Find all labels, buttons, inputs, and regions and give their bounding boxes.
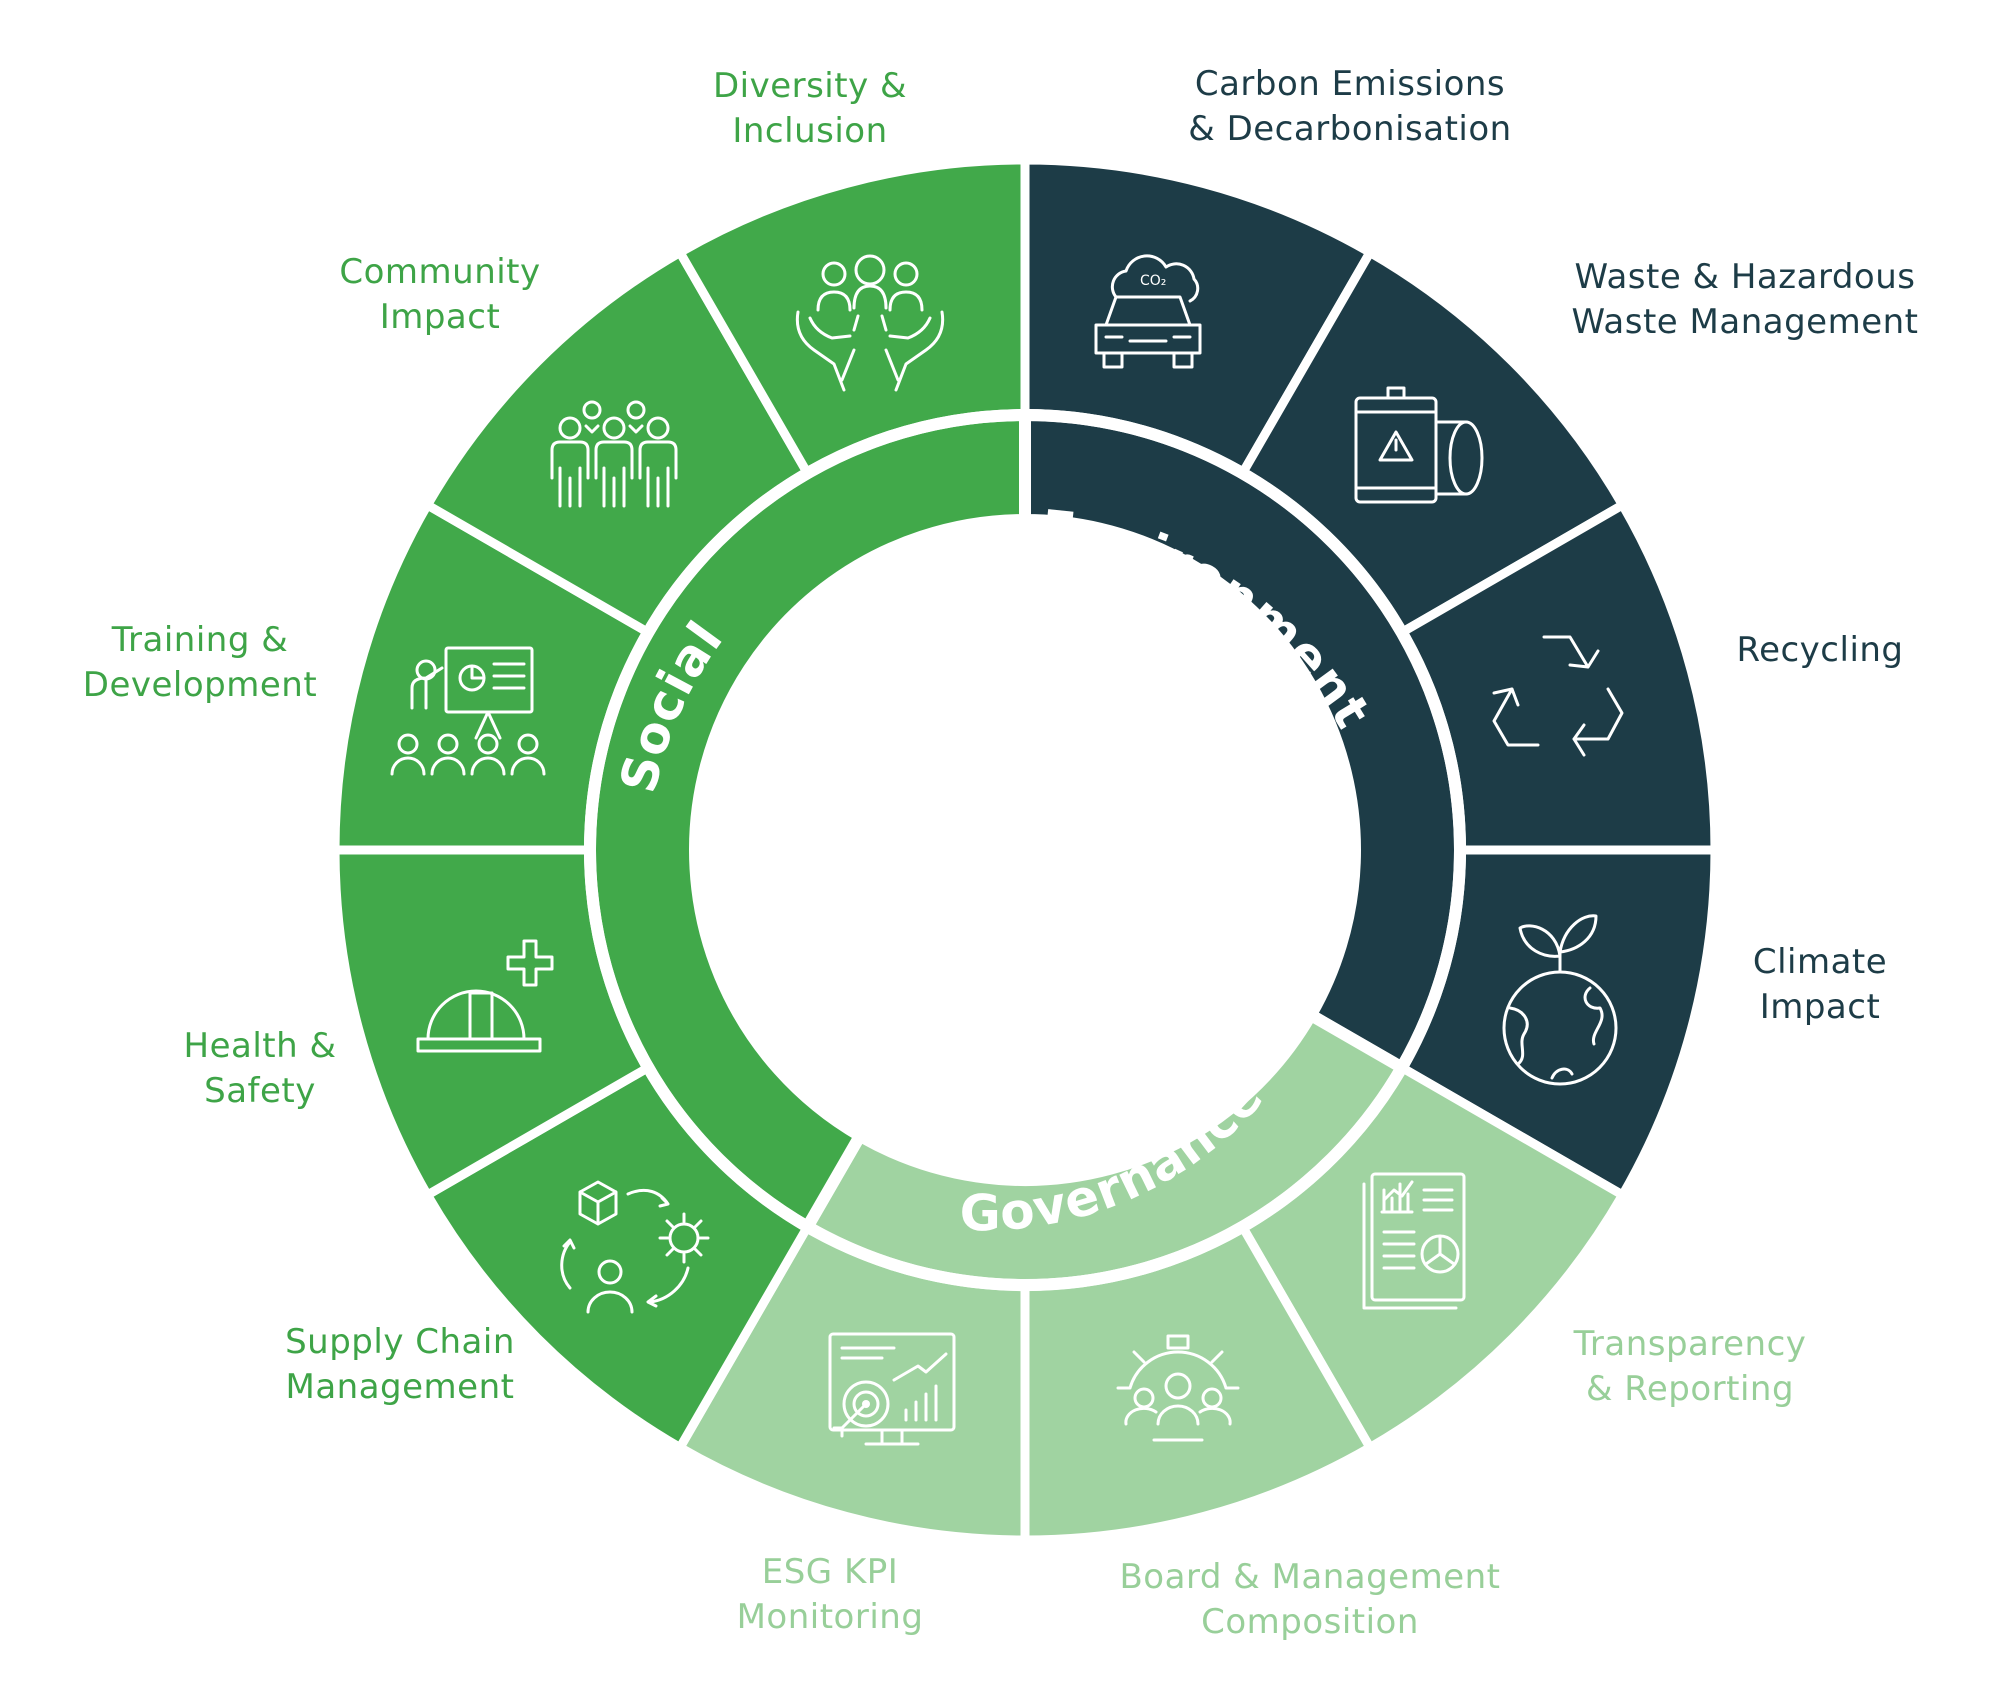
label-supply-chain: Supply Chain Management (285, 1322, 515, 1407)
gear-people-icon (1116, 1334, 1240, 1442)
label-diversity-inclusion: Diversity & Inclusion (712, 66, 908, 151)
hands-people-icon (795, 254, 945, 392)
label-training-development: Training & Development (82, 620, 318, 705)
label-health-safety: Health & Safety (183, 1026, 337, 1111)
presentation-icon (390, 646, 546, 776)
label-esg-kpi: ESG KPI Monitoring (736, 1552, 924, 1637)
community-people-icon (550, 400, 678, 508)
label-waste-management: Waste & Hazardous Waste Management (1571, 257, 1919, 342)
label-climate-impact: Climate Impact (1752, 942, 1888, 1027)
globe-sprout-icon (1502, 914, 1618, 1086)
supply-cycle-icon (560, 1180, 710, 1314)
label-community-impact: Community Impact (339, 252, 541, 337)
report-document-icon (1362, 1172, 1466, 1310)
target-monitor-icon (828, 1332, 956, 1446)
label-recycling: Recycling (1736, 630, 1904, 670)
label-carbon-emissions: Carbon Emissions & Decarbonisation (1188, 64, 1512, 149)
recycle-icon (1492, 635, 1624, 757)
hardhat-cross-icon (416, 939, 554, 1053)
svg-text:CO₂: CO₂ (1140, 273, 1166, 289)
label-transparency-reporting: Transparency & Reporting (1573, 1324, 1807, 1409)
car-co2-icon: CO₂ (1094, 254, 1202, 369)
barrel-hazard-icon (1354, 386, 1484, 504)
ring-separator (584, 409, 1466, 1291)
label-board-composition: Board & Management Composition (1119, 1557, 1501, 1642)
center-hole (701, 526, 1349, 1174)
